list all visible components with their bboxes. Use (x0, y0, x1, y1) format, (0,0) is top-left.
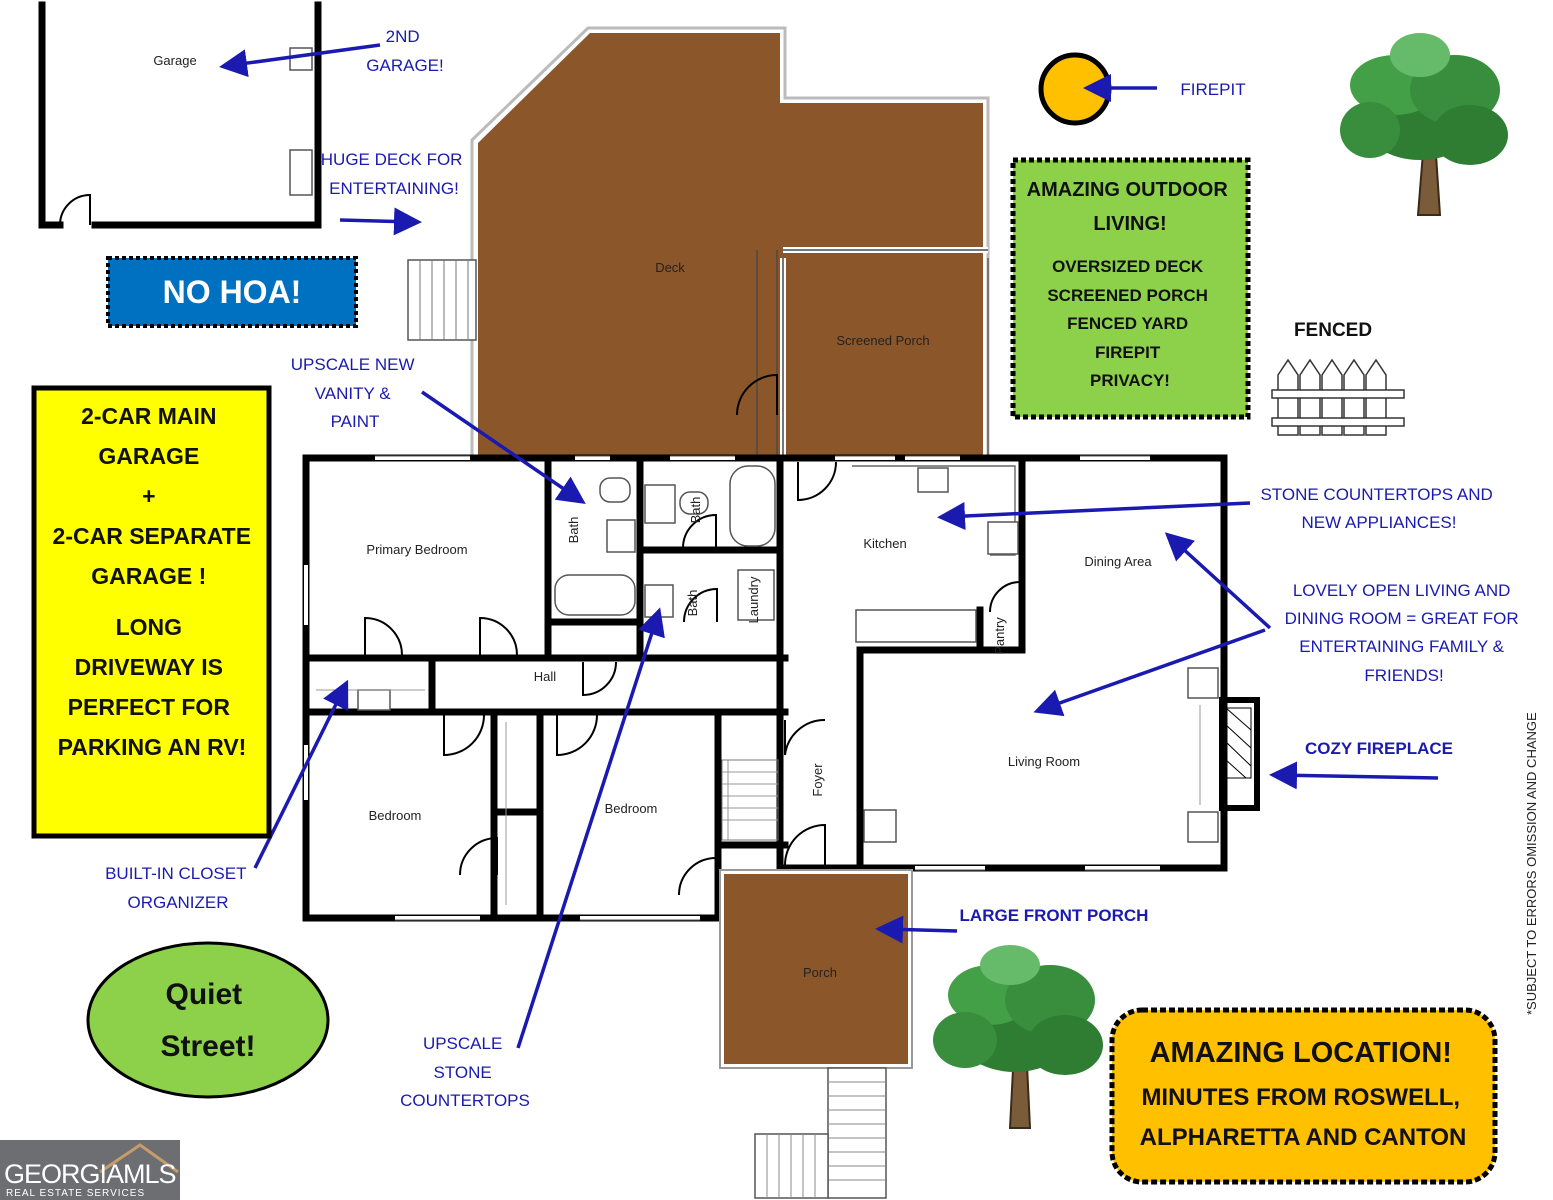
pantry-label: Pantry (992, 617, 1007, 655)
bath2-label: Bath (688, 497, 703, 524)
quiet-street-badge: Quiet Street! (86, 941, 330, 1099)
deck-area: Deck Screened Porch (407, 26, 990, 460)
hall-label: Hall (534, 669, 557, 684)
foyer-label: Foyer (810, 763, 825, 797)
svg-text:AMAZING LOCATION! MINUTE: AMAZING LOCATION! MINUTES FROM ROSWELL, … (1140, 1037, 1467, 1151)
separate-garage: Garage (38, 1, 322, 229)
kitchen-label: Kitchen (863, 536, 906, 551)
garage-label: Garage (153, 53, 196, 68)
notes: 2ND GARAGE! HUGE DECK FOR ENTERTAINING! … (105, 27, 1539, 1110)
tree-icon (933, 945, 1103, 1129)
note-upscale-vanity: UPSCALE NEW VANITY & PAINT (291, 355, 419, 431)
living-room-label: Living Room (1008, 754, 1080, 769)
outdoor-living-box: AMAZING OUTDOOR LIVING! OVERSIZED DECK S… (1010, 157, 1251, 420)
fence-icon (1271, 358, 1405, 436)
bath3-label: Bath (685, 590, 700, 617)
front-porch: Porch (719, 869, 913, 1199)
location-box: AMAZING LOCATION! MINUTES FROM ROSWELL, … (1109, 1007, 1498, 1185)
note-stone-appliances: STONE COUNTERTOPS AND NEW APPLIANCES! (1260, 485, 1497, 532)
svg-text:2-CAR MAIN GARAGE: 2-CAR MAIN GARAGE + 2-CAR SEPARATE GARAG… (53, 403, 258, 760)
georgiamls-logo: GEORGIAMLS REAL ESTATE SERVICES (0, 1140, 180, 1200)
primary-bedroom-label: Primary Bedroom (366, 542, 467, 557)
no-hoa-box: NO HOA! (106, 256, 358, 328)
svg-text:OVERSIZED DECK SCREENED: OVERSIZED DECK SCREENED PORCH FENCED YAR… (1047, 257, 1212, 390)
screened-porch-label: Screened Porch (836, 333, 929, 348)
dining-label: Dining Area (1084, 554, 1152, 569)
note-cozy-fireplace: COZY FIREPLACE (1305, 739, 1453, 758)
disclaimer: *SUBJECT TO ERRORS OMISSION AND CHANGE (1524, 712, 1539, 1015)
svg-text:Quiet Street!: Quiet Street! (160, 978, 255, 1063)
laundry-label: Laundry (746, 576, 761, 623)
note-second-garage: 2ND GARAGE! (366, 27, 443, 75)
bedroom2-label: Bedroom (605, 801, 658, 816)
porch-label: Porch (803, 965, 837, 980)
svg-text:AMAZING OUTDOOR LIVING!: AMAZING OUTDOOR LIVING! (1027, 179, 1234, 235)
svg-text:REAL ESTATE SERVICES: REAL ESTATE SERVICES (6, 1188, 145, 1199)
deck-surface (478, 33, 983, 458)
annotation-arrows (219, 43, 1439, 1049)
bath1-label: Bath (566, 517, 581, 544)
fenced-label: FENCED (1294, 320, 1372, 341)
deck-label: Deck (655, 260, 685, 275)
note-upscale-stone: UPSCALE STONE COUNTERTOPS (400, 1034, 530, 1110)
garage-callout-box: 2-CAR MAIN GARAGE + 2-CAR SEPARATE GARAG… (31, 385, 272, 839)
main-house: Primary Bedroom Bath Bath Bath Laundry K… (302, 454, 1260, 922)
note-closet: BUILT-IN CLOSET ORGANIZER (105, 864, 251, 912)
svg-text:NO HOA!: NO HOA! (163, 274, 302, 310)
note-open-living: LOVELY OPEN LIVING AND DINING ROOM = GRE… (1285, 581, 1524, 685)
note-firepit: FIREPIT (1180, 80, 1245, 99)
bedroom1-label: Bedroom (369, 808, 422, 823)
svg-text:GEORGIAMLS: GEORGIAMLS (4, 1159, 176, 1189)
note-huge-deck: HUGE DECK FOR ENTERTAINING! (321, 150, 467, 198)
note-front-porch: LARGE FRONT PORCH (960, 906, 1149, 925)
tree-icon (1340, 33, 1508, 216)
